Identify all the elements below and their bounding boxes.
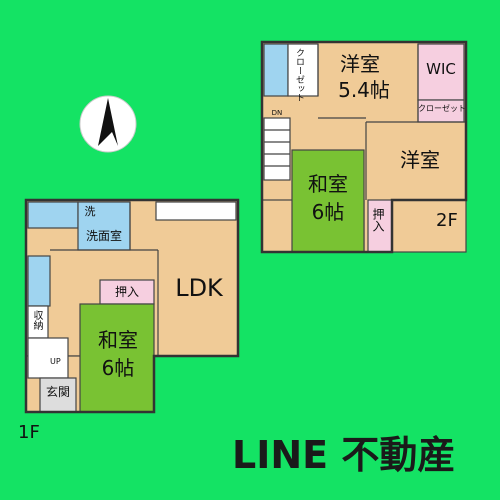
f1-genkan: 玄関 [45,385,70,399]
f1-storage: 収納 [31,310,42,330]
f1-washroom-small: 洗 [84,205,96,218]
floor1-plan [25,199,239,413]
f1-washroom: 洗面室 [85,229,122,243]
f1-level-label: 1F [18,422,40,443]
f2-yoshitsu-a-size: 5.4帖 [338,78,390,102]
f1-stair-up: UP [50,357,61,366]
north-arrow-icon [79,95,137,153]
f2-washitsu-name: 和室 [308,172,348,196]
f2-washitsu-size: 6帖 [311,200,345,224]
f1-washitsu-name: 和室 [98,328,138,352]
f2-stair-dn: DN [271,109,283,117]
f1-washitsu-size: 6帖 [101,356,135,380]
f1-ldk: LDK [175,274,223,302]
floor2-plan [261,41,467,253]
f2-yoshitsu-b: 洋室 [400,148,440,172]
brand-logo-text: LINE 不動産 [232,433,456,477]
f2-closet-vertical: クローゼット [294,48,304,102]
f2-level-label: 2F [436,210,458,231]
f2-oshiire: 押入 [371,208,385,232]
f1-oshiire: 押入 [114,285,139,299]
f2-wic: WIC [426,60,456,78]
f2-yoshitsu-a-name: 洋室 [340,52,380,76]
f2-closet-horizontal: クローゼット [418,104,466,113]
